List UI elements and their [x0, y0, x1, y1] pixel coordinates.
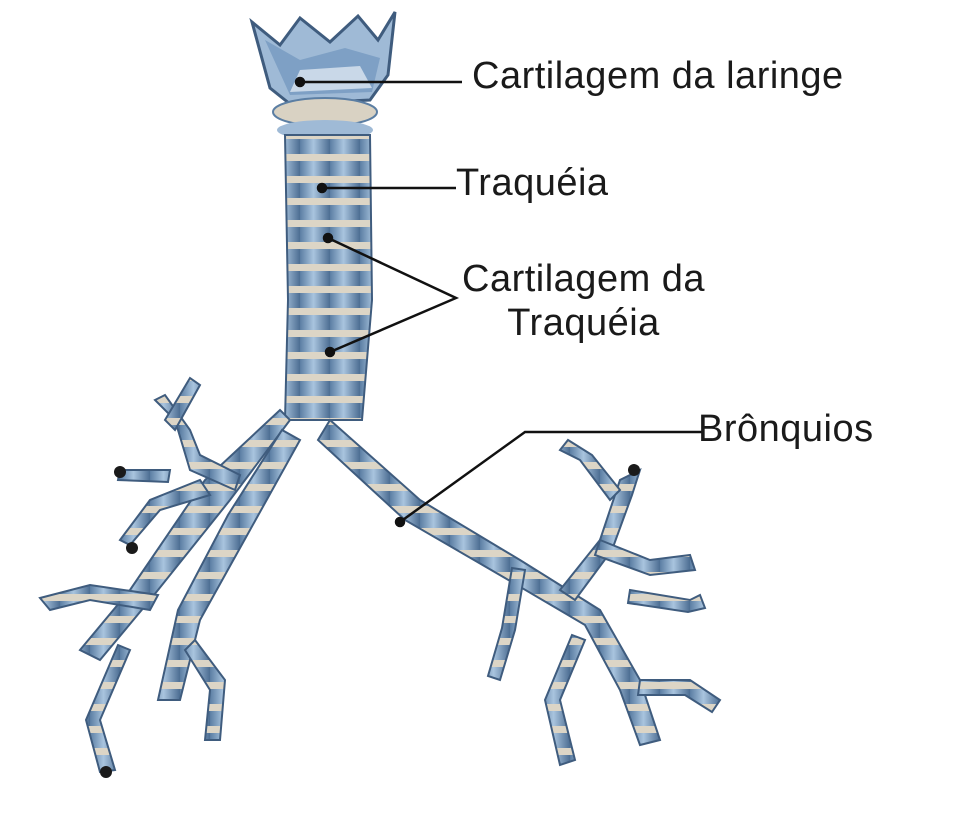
label-larynx-cartilage: Cartilagem da laringe [472, 55, 844, 99]
left-bronchus [40, 378, 300, 772]
right-bronchus [318, 420, 720, 765]
label-bronchi: Brônquios [698, 408, 874, 452]
label-tracheal-cartilage-line2: Traquéia [462, 302, 705, 346]
label-trachea: Traquéia [456, 162, 609, 206]
larynx-cartilage [252, 12, 395, 140]
label-tracheal-cartilage: Cartilagem da Traquéia [462, 258, 705, 345]
leader-bronchi [400, 432, 704, 522]
trachea [285, 135, 372, 420]
label-tracheal-cartilage-line1: Cartilagem da [462, 258, 705, 302]
